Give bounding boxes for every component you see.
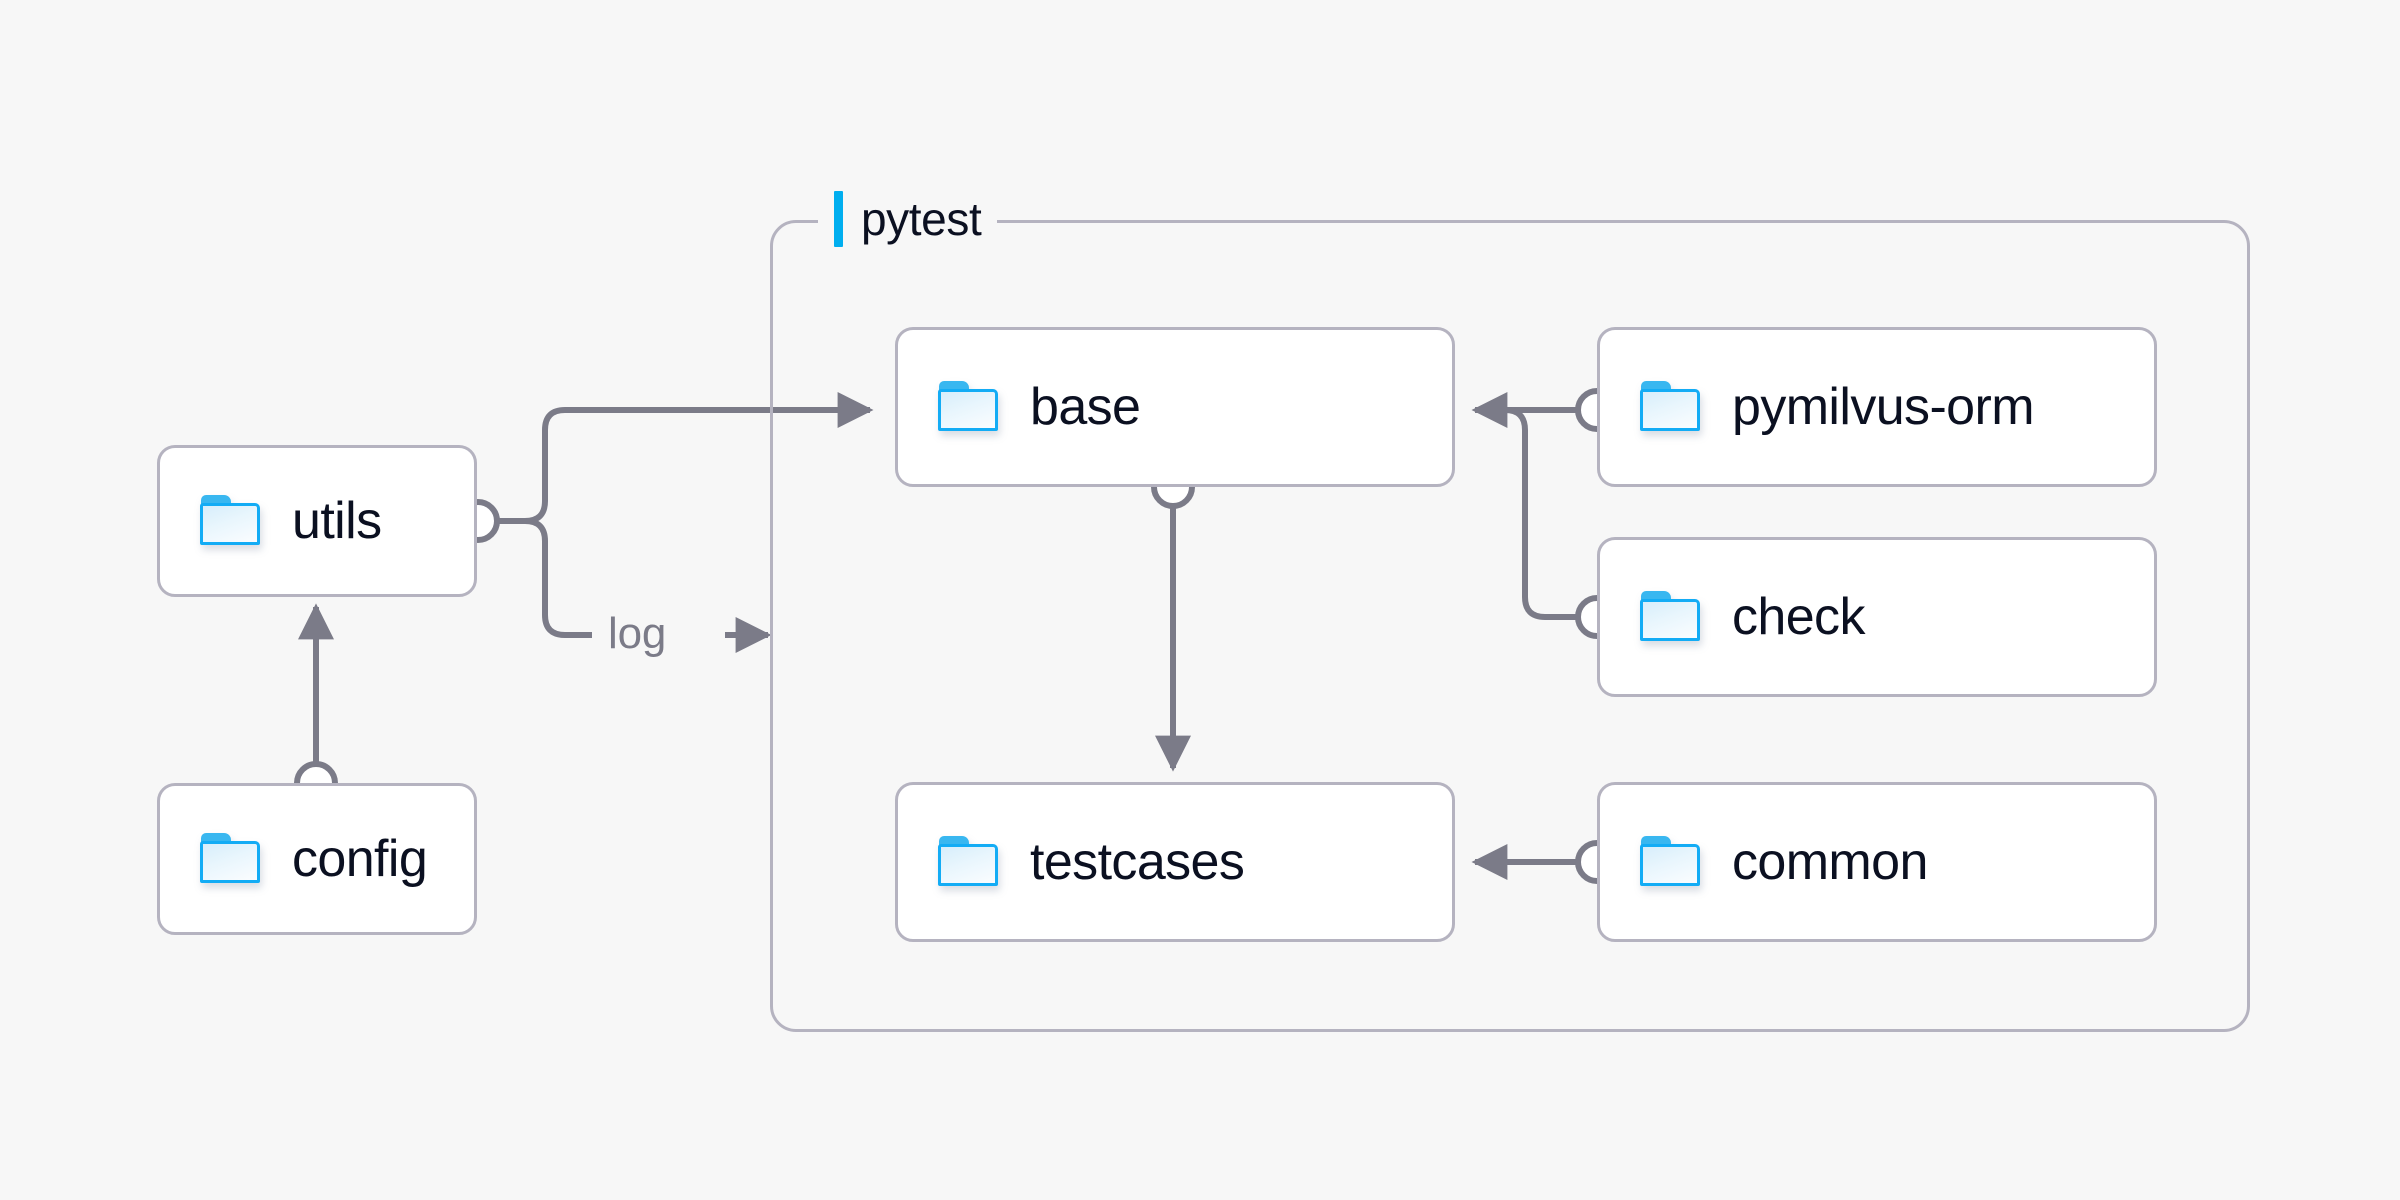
- folder-icon: [200, 495, 262, 547]
- edge-label-log: log: [598, 612, 677, 656]
- edge-config-to-utils: [294, 603, 338, 805]
- folder-icon: [1640, 591, 1702, 643]
- folder-icon: [1640, 381, 1702, 433]
- node-label: base: [1030, 378, 1141, 436]
- node-label: pymilvus-orm: [1732, 378, 2035, 436]
- group-accent-bar: [834, 191, 843, 247]
- folder-icon: [1640, 836, 1702, 888]
- node-check[interactable]: check: [1597, 537, 2157, 697]
- node-pymilvus-orm[interactable]: pymilvus-orm: [1597, 327, 2157, 487]
- pytest-group-label: pytest: [818, 190, 998, 248]
- node-label: common: [1732, 833, 1928, 891]
- folder-icon: [938, 381, 1000, 433]
- node-testcases[interactable]: testcases: [895, 782, 1455, 942]
- folder-icon: [938, 836, 1000, 888]
- folder-icon: [200, 833, 262, 885]
- node-common[interactable]: common: [1597, 782, 2157, 942]
- pytest-group-container: [770, 220, 2250, 1032]
- node-label: utils: [292, 492, 382, 550]
- node-label: testcases: [1030, 833, 1245, 891]
- node-base[interactable]: base: [895, 327, 1455, 487]
- node-utils[interactable]: utils: [157, 445, 477, 597]
- node-label: check: [1732, 588, 1865, 646]
- group-label-text: pytest: [861, 193, 982, 245]
- node-config[interactable]: config: [157, 783, 477, 935]
- node-label: config: [292, 830, 428, 888]
